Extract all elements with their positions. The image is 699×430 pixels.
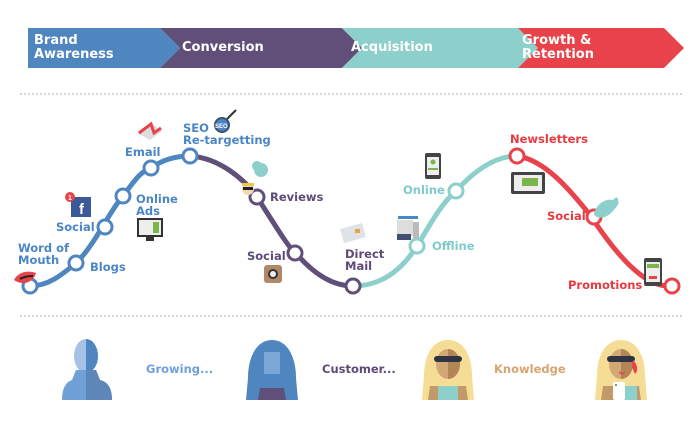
label-line: Word of <box>18 241 69 255</box>
label-promotions: Promotions <box>568 278 643 292</box>
node-offline[interactable] <box>408 237 426 255</box>
engaged-customer-avatar-icon <box>595 340 647 400</box>
node-social-conversion[interactable] <box>286 244 304 262</box>
stage-conversion-arrow <box>160 28 362 68</box>
direct-mail-card-icon <box>340 223 366 243</box>
stage-label-line: Growth & <box>522 33 592 48</box>
promotion-phone-icon <box>644 258 662 286</box>
seo-magnifier-icon: SEO <box>214 109 237 133</box>
label-offline: Offline <box>432 239 475 253</box>
persona-label-growing: Growing... <box>146 362 214 376</box>
facebook-icon: f 1 <box>65 192 91 218</box>
label-line: Re-targetting <box>183 133 271 147</box>
label-social-brand: Social <box>56 220 95 234</box>
stage-growth-retention: Growth & Retention <box>522 34 594 62</box>
label-email: Email <box>125 145 161 159</box>
persona-label-knowledge: Knowledge <box>494 362 566 376</box>
stage-bar-shapes <box>28 28 684 68</box>
label-social-conversion: Social <box>247 249 286 263</box>
monitor-ad-icon <box>137 218 163 241</box>
stage-bar: Brand Awareness Conversion Acquisition G… <box>28 28 684 68</box>
node-online-ads[interactable] <box>114 187 132 205</box>
label-online: Online <box>403 183 445 197</box>
mobile-phone-icon <box>425 153 441 179</box>
label-line: Direct <box>345 247 385 261</box>
stage-label-line: Awareness <box>34 47 114 62</box>
curve-segment-conversion <box>189 153 354 289</box>
notification-count: 1 <box>68 195 72 202</box>
label-line: Mouth <box>18 253 60 267</box>
label-newsletters: Newsletters <box>510 132 588 146</box>
label-reviews: Reviews <box>270 190 324 204</box>
persona-label-customer: Customer... <box>322 362 396 376</box>
stage-conversion: Conversion <box>182 40 264 55</box>
lips-icon <box>14 271 36 284</box>
label-word-of-mouth: Word of Mouth <box>18 242 69 266</box>
label-seo-retargetting: SEO Re-targetting <box>183 122 271 146</box>
seo-badge-text: SEO <box>215 124 228 130</box>
stage-growth-arrow <box>518 28 684 68</box>
label-social-growth: Social <box>547 209 586 223</box>
facebook-glyph: f <box>79 201 85 218</box>
knowledge-avatar-icon <box>422 340 474 400</box>
label-line: Mail <box>345 259 373 273</box>
stage-label-line: Brand <box>34 33 78 48</box>
customer-avatar-icon <box>246 340 298 400</box>
node-online[interactable] <box>447 182 465 200</box>
notification-badge-icon <box>65 192 75 202</box>
silhouette-avatar-icon <box>62 339 112 400</box>
label-line: Ads <box>136 204 160 218</box>
label-online-ads: Online Ads <box>136 193 178 217</box>
store-building-icon <box>397 216 419 240</box>
tablet-newsletter-icon <box>511 172 545 194</box>
stage-acquisition: Acquisition <box>351 40 433 55</box>
label-line: Online <box>136 192 178 206</box>
node-email[interactable] <box>142 159 160 177</box>
reviewer-thought-icon <box>242 161 268 195</box>
node-social-brand[interactable] <box>96 218 114 236</box>
node-seo[interactable] <box>181 147 199 165</box>
label-blogs: Blogs <box>90 260 126 274</box>
instagram-icon <box>264 265 282 283</box>
top-separator <box>20 93 682 95</box>
node-newsletters[interactable] <box>508 147 526 165</box>
node-blogs[interactable] <box>67 254 85 272</box>
node-reviews[interactable] <box>248 188 266 206</box>
curve-segment-acquisition <box>352 153 518 289</box>
stage-brand-awareness-arrow <box>28 28 180 68</box>
stage-brand-awareness: Brand Awareness <box>34 34 114 62</box>
node-promotions[interactable] <box>663 277 681 295</box>
label-direct-mail: Direct Mail <box>345 248 384 272</box>
twitter-bird-icon <box>594 197 619 218</box>
stage-acquisition-arrow <box>342 28 538 68</box>
bottom-separator <box>20 315 682 317</box>
stage-label-line: Retention <box>522 47 594 62</box>
node-direct-mail[interactable] <box>344 277 362 295</box>
label-line: SEO <box>183 121 209 135</box>
email-envelope-icon <box>137 121 162 140</box>
